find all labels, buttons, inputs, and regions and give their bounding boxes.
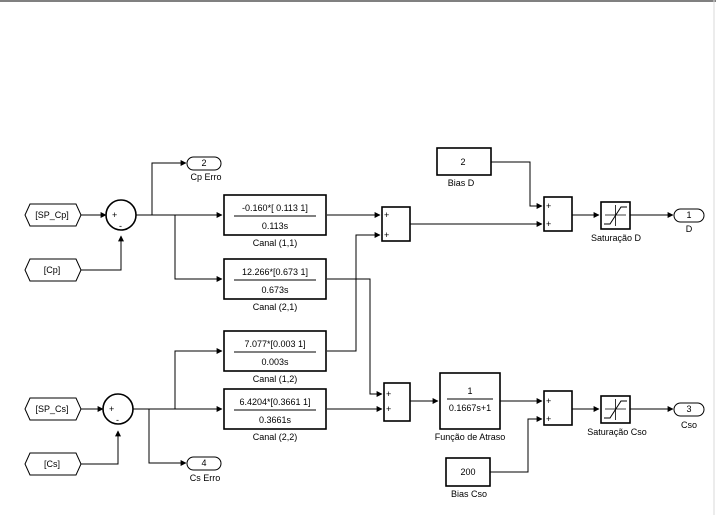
svg-text:+: + xyxy=(546,396,551,406)
transfer-fcn-canal-12[interactable]: 7.077*[0.003 1] 0.003s Canal (1,2) xyxy=(223,330,327,384)
from-block-cs[interactable]: [Cs] xyxy=(24,452,82,476)
saturation-label-d: Saturação D xyxy=(591,233,642,243)
constant-bias-d[interactable]: 2 Bias D xyxy=(436,147,492,188)
saturation-curve-icon xyxy=(604,400,627,419)
svg-text:200: 200 xyxy=(460,467,475,477)
svg-text:6.4204*[0.3661 1]: 6.4204*[0.3661 1] xyxy=(239,397,310,407)
transfer-fcn-canal-21[interactable]: 12.266*[0.673 1] 0.673s Canal (2,1) xyxy=(223,258,327,312)
svg-text:0.113s: 0.113s xyxy=(262,221,289,231)
from-label-cs: [Cs] xyxy=(44,459,60,469)
from-label-sp-cp: [SP_Cp] xyxy=(35,210,69,220)
sum-block-cp[interactable]: + - xyxy=(105,199,137,231)
svg-text:+: + xyxy=(546,219,551,229)
svg-text:2: 2 xyxy=(460,157,465,167)
from-block-cp[interactable]: [Cp] xyxy=(24,258,82,282)
svg-text:1: 1 xyxy=(686,210,691,220)
sum-block-cs[interactable]: + - xyxy=(102,393,134,425)
svg-text:3: 3 xyxy=(686,404,691,414)
outport-label-d: D xyxy=(686,224,693,234)
outport-label-cp-erro: Cp Erro xyxy=(190,172,221,182)
svg-text:+: + xyxy=(384,210,389,220)
constant-label-bias-d: Bias D xyxy=(448,178,475,188)
saturation-d[interactable]: Saturação D xyxy=(591,201,642,243)
outport-cs-erro[interactable]: 4 Cs Erro xyxy=(186,456,222,483)
svg-text:-: - xyxy=(119,221,122,231)
transfer-fcn-canal-22[interactable]: 6.4204*[0.3661 1] 0.3661s Canal (2,2) xyxy=(223,388,327,442)
svg-text:+: + xyxy=(109,404,114,414)
from-block-sp-cs[interactable]: [SP_Cs] xyxy=(24,397,82,421)
svg-text:0.673s: 0.673s xyxy=(261,285,289,295)
transfer-fcn-label-canal-21: Canal (2,1) xyxy=(253,302,298,312)
outport-label-cs-erro: Cs Erro xyxy=(190,473,221,483)
saturation-curve-icon xyxy=(604,206,627,225)
svg-text:2: 2 xyxy=(201,158,206,168)
constant-label-bias-cso: Bias Cso xyxy=(451,489,487,499)
svg-text:12.266*[0.673 1]: 12.266*[0.673 1] xyxy=(242,267,308,277)
transfer-fcn-label-canal-12: Canal (1,2) xyxy=(253,374,298,384)
svg-text:7.077*[0.003 1]: 7.077*[0.003 1] xyxy=(244,339,305,349)
svg-text:0.003s: 0.003s xyxy=(261,357,289,367)
sum-rect-cso[interactable]: + + xyxy=(543,390,573,426)
svg-text:+: + xyxy=(546,414,551,424)
from-block-sp-cp[interactable]: [SP_Cp] xyxy=(24,203,82,227)
svg-text:+: + xyxy=(386,404,391,414)
sum-rect-1[interactable]: + + xyxy=(381,206,411,242)
transfer-fcn-label-canal-22: Canal (2,2) xyxy=(253,432,298,442)
from-label-sp-cs: [SP_Cs] xyxy=(35,404,68,414)
saturation-label-cso: Saturação Cso xyxy=(587,427,647,437)
outport-cso[interactable]: 3 Cso xyxy=(673,402,705,430)
transfer-fcn-canal-11[interactable]: -0.160*[ 0.113 1] 0.113s Canal (1,1) xyxy=(223,194,327,248)
svg-text:+: + xyxy=(112,210,117,220)
svg-text:+: + xyxy=(546,201,551,211)
outport-label-cso: Cso xyxy=(681,420,697,430)
saturation-cso[interactable]: Saturação Cso xyxy=(587,395,647,437)
outport-d[interactable]: 1 D xyxy=(673,208,705,234)
constant-bias-cso[interactable]: 200 Bias Cso xyxy=(445,457,491,499)
svg-text:+: + xyxy=(386,389,391,399)
transfer-fcn-label-atraso: Função de Atraso xyxy=(435,432,506,442)
from-label-cp: [Cp] xyxy=(44,265,61,275)
sum-rect-d[interactable]: + + xyxy=(543,196,573,232)
transfer-fcn-atraso[interactable]: 1 0.1667s+1 Função de Atraso xyxy=(435,372,506,442)
transfer-fcn-label-canal-11: Canal (1,1) xyxy=(253,238,298,248)
svg-text:4: 4 xyxy=(201,458,206,468)
svg-text:-0.160*[ 0.113 1]: -0.160*[ 0.113 1] xyxy=(242,203,308,213)
sum-rect-2[interactable]: + + xyxy=(383,382,411,422)
svg-text:1: 1 xyxy=(467,386,472,396)
signal-wires xyxy=(80,160,674,473)
outport-cp-erro[interactable]: 2 Cp Erro xyxy=(186,156,222,182)
svg-text:-: - xyxy=(116,415,119,425)
svg-text:0.1667s+1: 0.1667s+1 xyxy=(449,403,491,413)
svg-text:+: + xyxy=(384,230,389,240)
svg-text:0.3661s: 0.3661s xyxy=(259,415,292,425)
